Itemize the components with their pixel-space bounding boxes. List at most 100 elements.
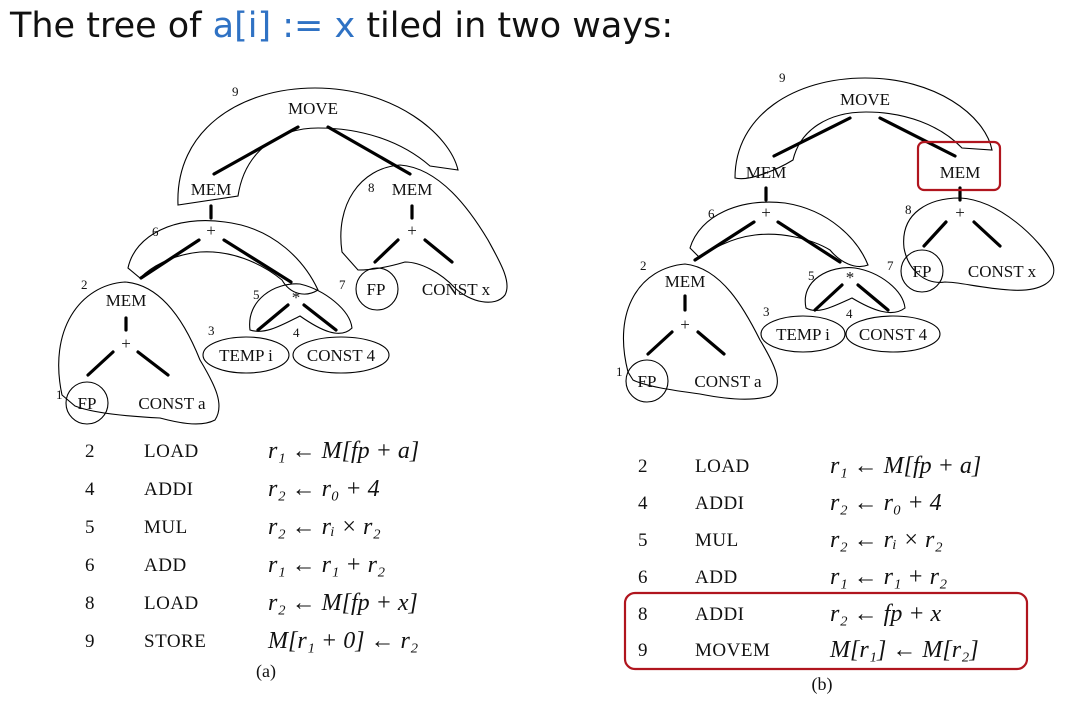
highlight-instructions-box [623, 591, 1029, 671]
instr-a-eq: r₂ ← M[fp + x] [268, 590, 418, 616]
instruction-list-a: 2 LOAD r₁ ← M[fp + a] 4 ADDI r₂ ← r₀ + 4… [85, 438, 419, 654]
tile-number-5: 5 [253, 287, 260, 302]
node-mul: * [846, 268, 855, 287]
node-temp-i: TEMP i [219, 346, 273, 365]
node-const-a: CONST a [694, 372, 762, 391]
node-plus-right: + [407, 221, 417, 240]
title-code: a[i] := x [212, 6, 356, 46]
node-move: MOVE [288, 99, 338, 118]
edge-plus-const-a [696, 330, 726, 356]
edge-plus-const-x [423, 238, 454, 264]
instr-b-eq: M[r₁] ← M[r₂] [829, 637, 979, 663]
instr-b-eq: r₂ ← r₀ + 4 [830, 490, 942, 516]
instr-a-op: LOAD [144, 441, 199, 462]
tile-number-8: 8 [368, 180, 375, 195]
slide-title: The tree of a[i] := x tiled in two ways: [10, 6, 673, 46]
node-const-a: CONST a [138, 394, 206, 413]
instr-b-eq: r₂ ← rᵢ × r₂ [830, 527, 943, 553]
edge-plus-fp-right [373, 238, 400, 264]
node-fp-right: FP [367, 280, 386, 299]
tile-number-1: 1 [56, 387, 63, 402]
title-prefix: The tree of [10, 6, 213, 46]
tile-5-outline [804, 267, 906, 313]
node-mem-left: MEM [746, 163, 787, 182]
instr-a-op: MUL [144, 517, 188, 538]
tile-6-outline [127, 220, 319, 295]
tile-7-outline [900, 249, 944, 293]
instr-b-op: ADDI [695, 493, 745, 514]
tile-7-outline [355, 267, 399, 311]
edge-move-mem-right [878, 116, 957, 158]
tile-number-1: 1 [616, 364, 623, 379]
tile-8-outline [340, 164, 508, 303]
instr-b-op: ADD [695, 567, 738, 588]
instr-b-eq: r₁ ← r₁ + r₂ [830, 564, 947, 590]
node-mul: * [292, 288, 301, 307]
instr-a-num: 2 [85, 441, 95, 462]
instr-a-num: 8 [85, 593, 95, 614]
tile-4-outline [845, 315, 941, 353]
node-const-x: CONST x [968, 262, 1037, 281]
node-fp: FP [638, 372, 657, 391]
instr-a-op: ADDI [144, 479, 194, 500]
tile-3-outline [760, 315, 846, 353]
node-plus-top: + [206, 221, 216, 240]
tree-b: MOVE MEM MEM + MEM + FP CONST a * TEMP i… [616, 70, 1055, 695]
node-temp-i: TEMP i [776, 325, 830, 344]
edge-mul-temp-i [813, 283, 844, 312]
tile-5-outline [249, 283, 353, 334]
tile-number-5: 5 [808, 268, 815, 283]
instr-b-op: LOAD [695, 456, 750, 477]
node-plus-inner: + [121, 334, 131, 353]
node-mem-inner: MEM [106, 291, 147, 310]
node-plus-left: + [761, 203, 771, 222]
instr-b-num: 9 [638, 640, 648, 661]
edge-move-mem-left [772, 116, 852, 158]
instr-b-op: MUL [695, 530, 739, 551]
node-fp: FP [78, 394, 97, 413]
tile-9-outline [177, 87, 459, 206]
node-const-x: CONST x [422, 280, 491, 299]
instr-a-eq: r₂ ← r₀ + 4 [268, 476, 380, 502]
instr-b-num: 5 [638, 530, 648, 551]
edge-plus-fp-right [922, 220, 948, 248]
tile-number-3: 3 [763, 304, 770, 319]
node-const-4: CONST 4 [307, 346, 376, 365]
instr-b-eq: r₂ ← fp + x [830, 601, 942, 627]
tile-3-outline [202, 336, 290, 374]
tile-2-outline [58, 281, 220, 425]
tile-number-4: 4 [846, 306, 853, 321]
instr-a-num: 5 [85, 517, 95, 538]
tile-number-6: 6 [708, 206, 715, 221]
edge-plus-const-x [972, 220, 1002, 248]
instr-a-op: STORE [144, 631, 206, 652]
instr-a-num: 4 [85, 479, 95, 500]
instr-a-eq: M[r₁ + 0] ← r₂ [267, 628, 418, 654]
tree-a: MOVE MEM MEM + MEM + FP CONST a * TEMP i… [56, 84, 508, 682]
instruction-list-b: 2 LOAD r₁ ← M[fp + a] 4 ADDI r₂ ← r₀ + 4… [638, 453, 981, 663]
instr-a-eq: r₁ ← r₁ + r₂ [268, 552, 385, 578]
node-plus-inner: + [680, 315, 690, 334]
caption-b: (b) [812, 674, 833, 695]
tile-number-4: 4 [293, 325, 300, 340]
tile-number-8: 8 [905, 202, 912, 217]
tile-8-outline [903, 197, 1055, 291]
edge-mul-const-4 [856, 283, 890, 312]
edge-plus-fp [86, 350, 115, 377]
instr-b-num: 4 [638, 493, 648, 514]
tile-number-2: 2 [640, 258, 647, 273]
edge-mul-temp-i [256, 303, 290, 332]
node-move: MOVE [840, 90, 890, 109]
instr-b-op: MOVEM [695, 640, 770, 661]
tile-number-2: 2 [81, 277, 88, 292]
edge-plus-mul [222, 238, 293, 284]
instr-b-num: 6 [638, 567, 648, 588]
node-mem-right: MEM [940, 163, 981, 182]
tile-1-outline [65, 381, 109, 425]
node-const-4: CONST 4 [859, 325, 928, 344]
tile-number-7: 7 [339, 277, 346, 292]
instr-a-eq: r₂ ← rᵢ × r₂ [268, 514, 381, 540]
edge-plus-mul [776, 220, 842, 264]
instr-a-op: ADD [144, 555, 187, 576]
